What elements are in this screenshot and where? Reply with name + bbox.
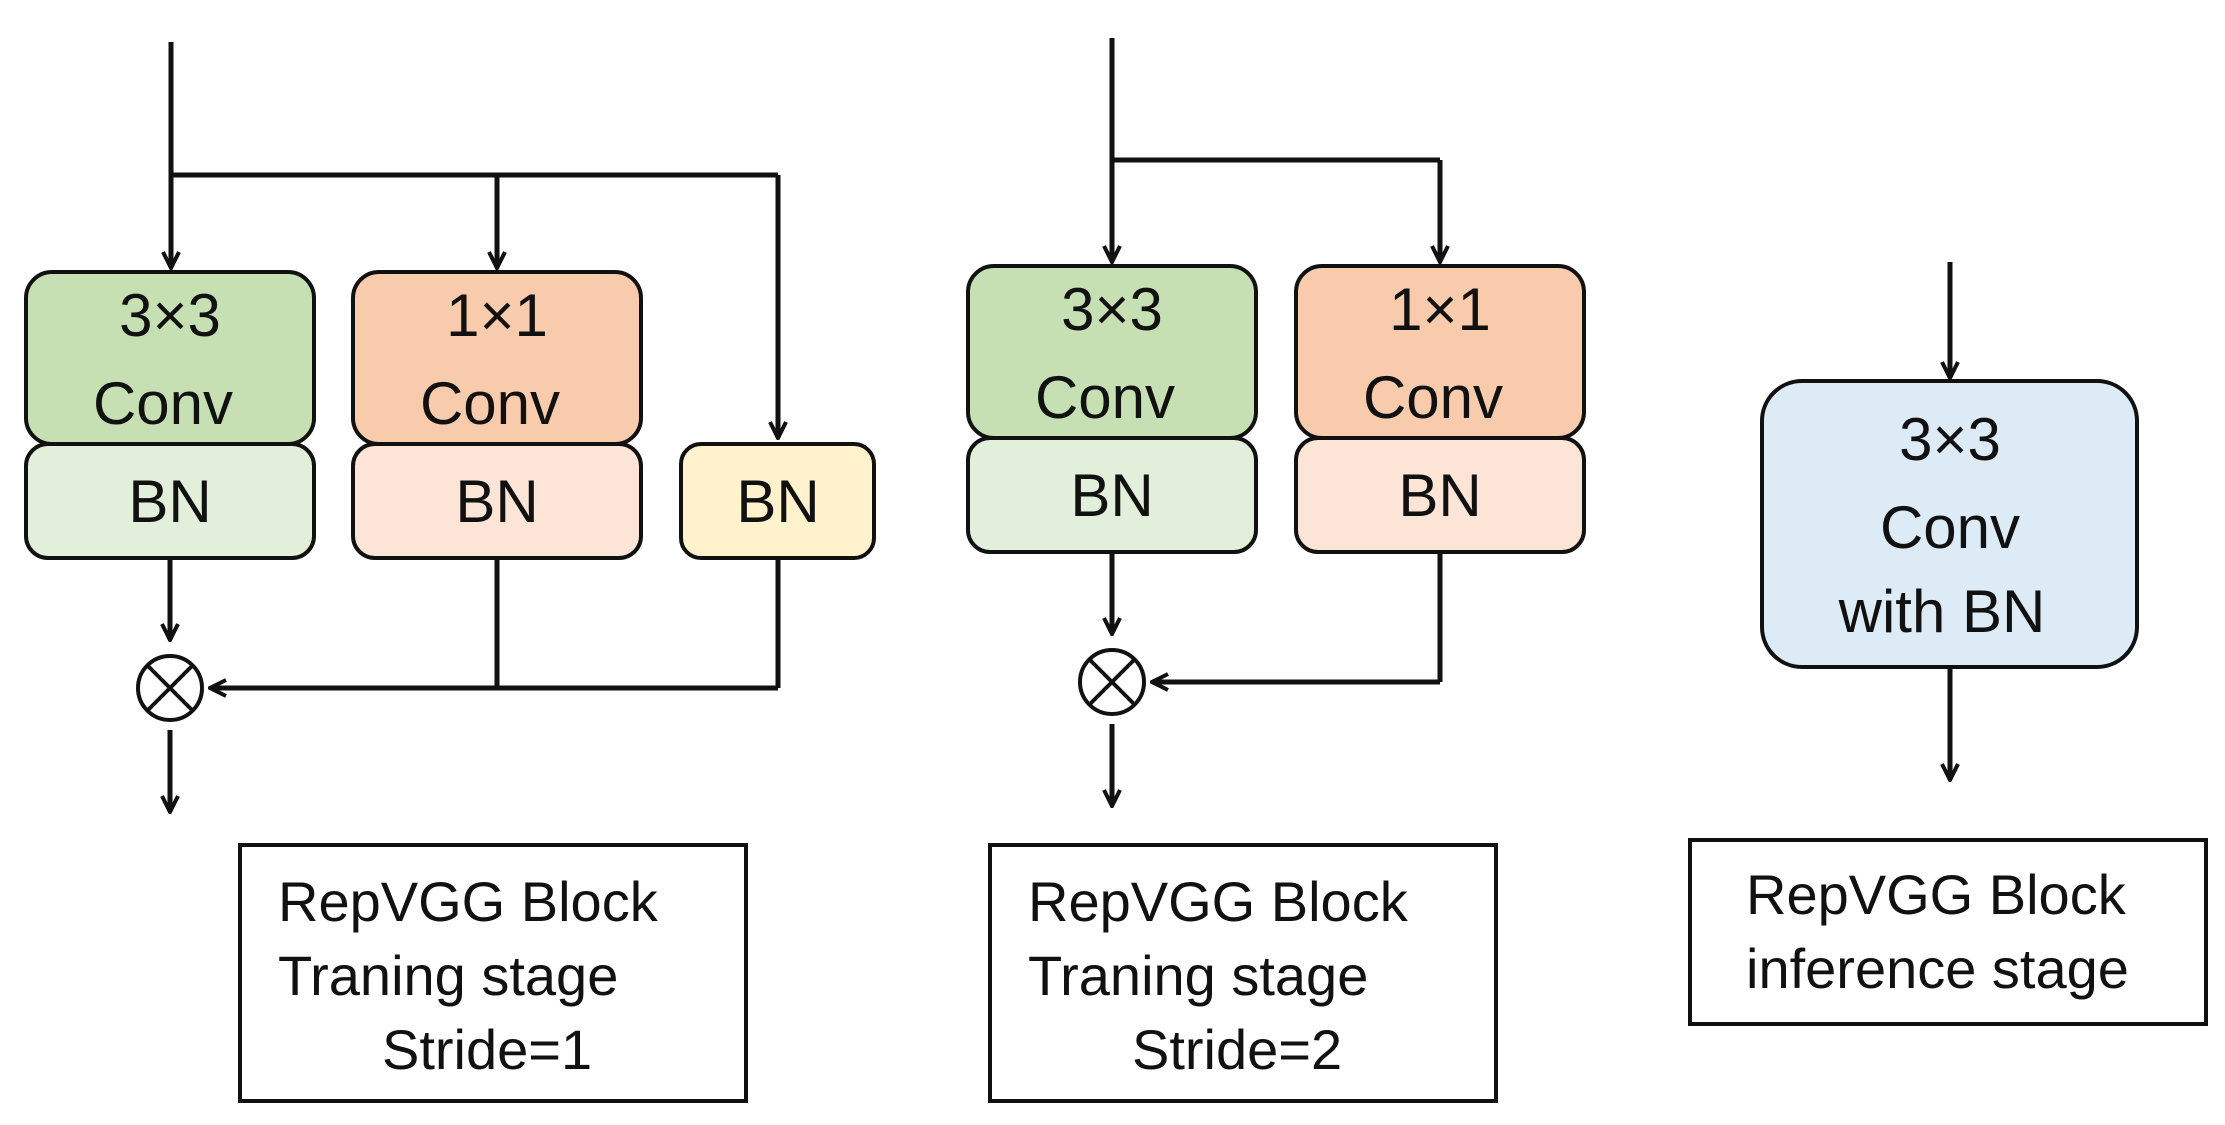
conv1-label: Conv bbox=[1363, 364, 1503, 431]
add-operator-icon bbox=[1078, 648, 1146, 716]
add-operator-icon bbox=[136, 654, 204, 722]
conv3-label: Conv bbox=[93, 370, 233, 437]
conv1-size: 1×1 bbox=[1389, 276, 1491, 343]
caption-title: RepVGG Block bbox=[1028, 870, 1408, 933]
bn-label-identity: BN bbox=[736, 468, 819, 535]
caption-stride: Stride=2 bbox=[1132, 1018, 1343, 1081]
caption-stage: Traning stage bbox=[278, 944, 619, 1007]
fused-label: Conv bbox=[1880, 494, 2020, 561]
caption-title: RepVGG Block bbox=[1746, 863, 2126, 926]
caption-training-stride2: RepVGG Block Traning stage Stride=2 bbox=[988, 843, 1498, 1103]
conv3-size: 3×3 bbox=[1061, 276, 1163, 343]
fused-label2: with BN bbox=[1838, 578, 2046, 645]
conv3-size: 3×3 bbox=[119, 282, 221, 349]
fused-size: 3×3 bbox=[1899, 406, 2001, 473]
caption-stage: inference stage bbox=[1746, 937, 2129, 1000]
caption-inference: RepVGG Block inference stage bbox=[1688, 838, 2208, 1026]
block-training-stride2: 3×3 Conv BN 1×1 Conv BN bbox=[966, 38, 1586, 806]
caption-stage: Traning stage bbox=[1028, 944, 1369, 1007]
bn-label-conv1: BN bbox=[1398, 462, 1481, 529]
block-training-stride1: 3×3 Conv BN 1×1 Conv BN BN bbox=[24, 42, 876, 812]
conv1-label: Conv bbox=[420, 370, 560, 437]
bn-label-conv1: BN bbox=[455, 468, 538, 535]
bn-label-conv3: BN bbox=[1070, 462, 1153, 529]
caption-stride: Stride=1 bbox=[382, 1018, 593, 1081]
block-inference: 3×3 Conv with BN bbox=[1760, 262, 2139, 780]
bn-label-conv3: BN bbox=[128, 468, 211, 535]
conv1-size: 1×1 bbox=[446, 282, 548, 349]
caption-title: RepVGG Block bbox=[278, 870, 658, 933]
caption-training-stride1: RepVGG Block Traning stage Stride=1 bbox=[238, 843, 748, 1103]
conv3-label: Conv bbox=[1035, 364, 1175, 431]
